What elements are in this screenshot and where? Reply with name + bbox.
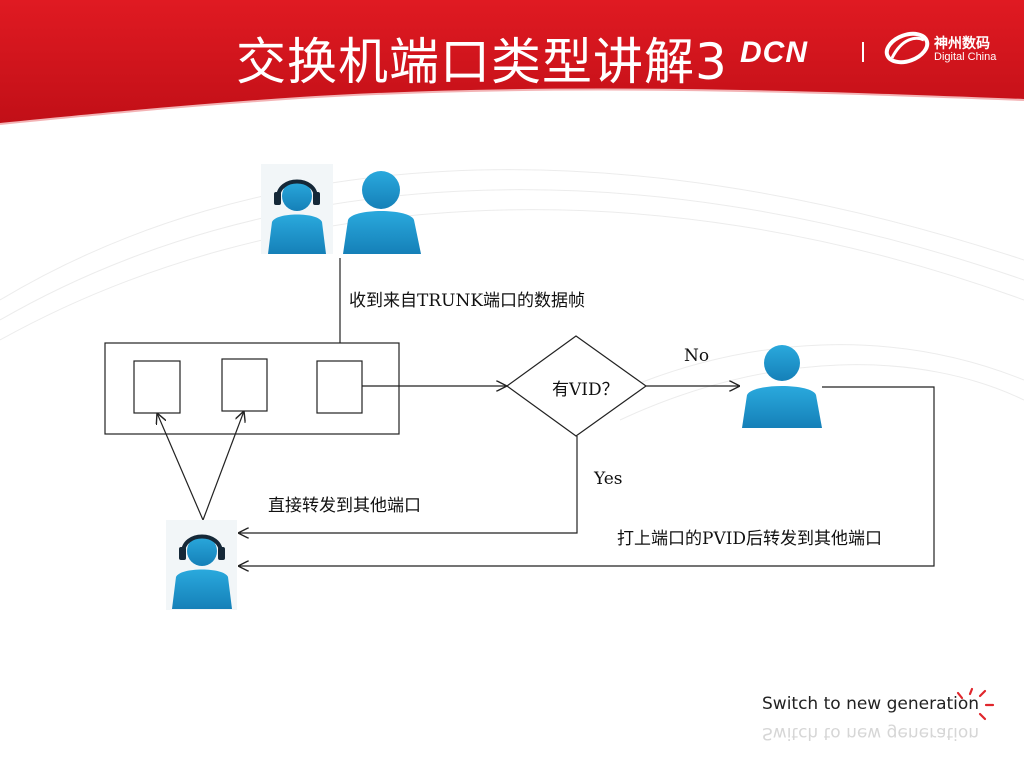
digitalchina-logo-cn: 神州数码	[934, 36, 990, 52]
slide-title: 交换机端口类型讲解3	[236, 33, 728, 91]
pvid-path	[238, 386, 935, 566]
slogan: Switch to new generation	[762, 694, 980, 714]
yes-label: Yes	[594, 469, 623, 489]
user-icon	[742, 345, 822, 428]
forward-arrow-port1	[157, 413, 204, 521]
decision-diamond	[505, 335, 648, 437]
forward-direct-label: 直接转发到其他端口	[268, 496, 421, 516]
headset-user-icon	[261, 164, 333, 254]
switch-port-3	[316, 360, 363, 414]
digitalchina-swirl-icon	[884, 31, 930, 65]
background-swoosh	[0, 169, 1024, 421]
headset-user-icon	[166, 520, 237, 610]
forward-arrow-port2	[202, 411, 244, 521]
receive-label: 收到来自TRUNK端口的数据帧	[349, 291, 586, 311]
sunburst-icon	[956, 687, 995, 721]
digitalchina-logo-en: Digital China	[934, 51, 997, 63]
dcn-logo: DCN	[740, 36, 808, 69]
slogan-reflection: Switch to new generation	[762, 723, 980, 743]
logo-divider	[862, 42, 864, 62]
tag-forward-label: 打上端口的PVID后转发到其他端口	[617, 529, 883, 549]
switch-port-1	[133, 360, 181, 414]
yes-path	[238, 436, 578, 533]
decision-label: 有VID？	[552, 380, 619, 400]
switch-port-2	[221, 358, 268, 412]
no-label: No	[684, 346, 710, 366]
header-banner	[0, 0, 1024, 125]
user-icon	[343, 171, 421, 254]
